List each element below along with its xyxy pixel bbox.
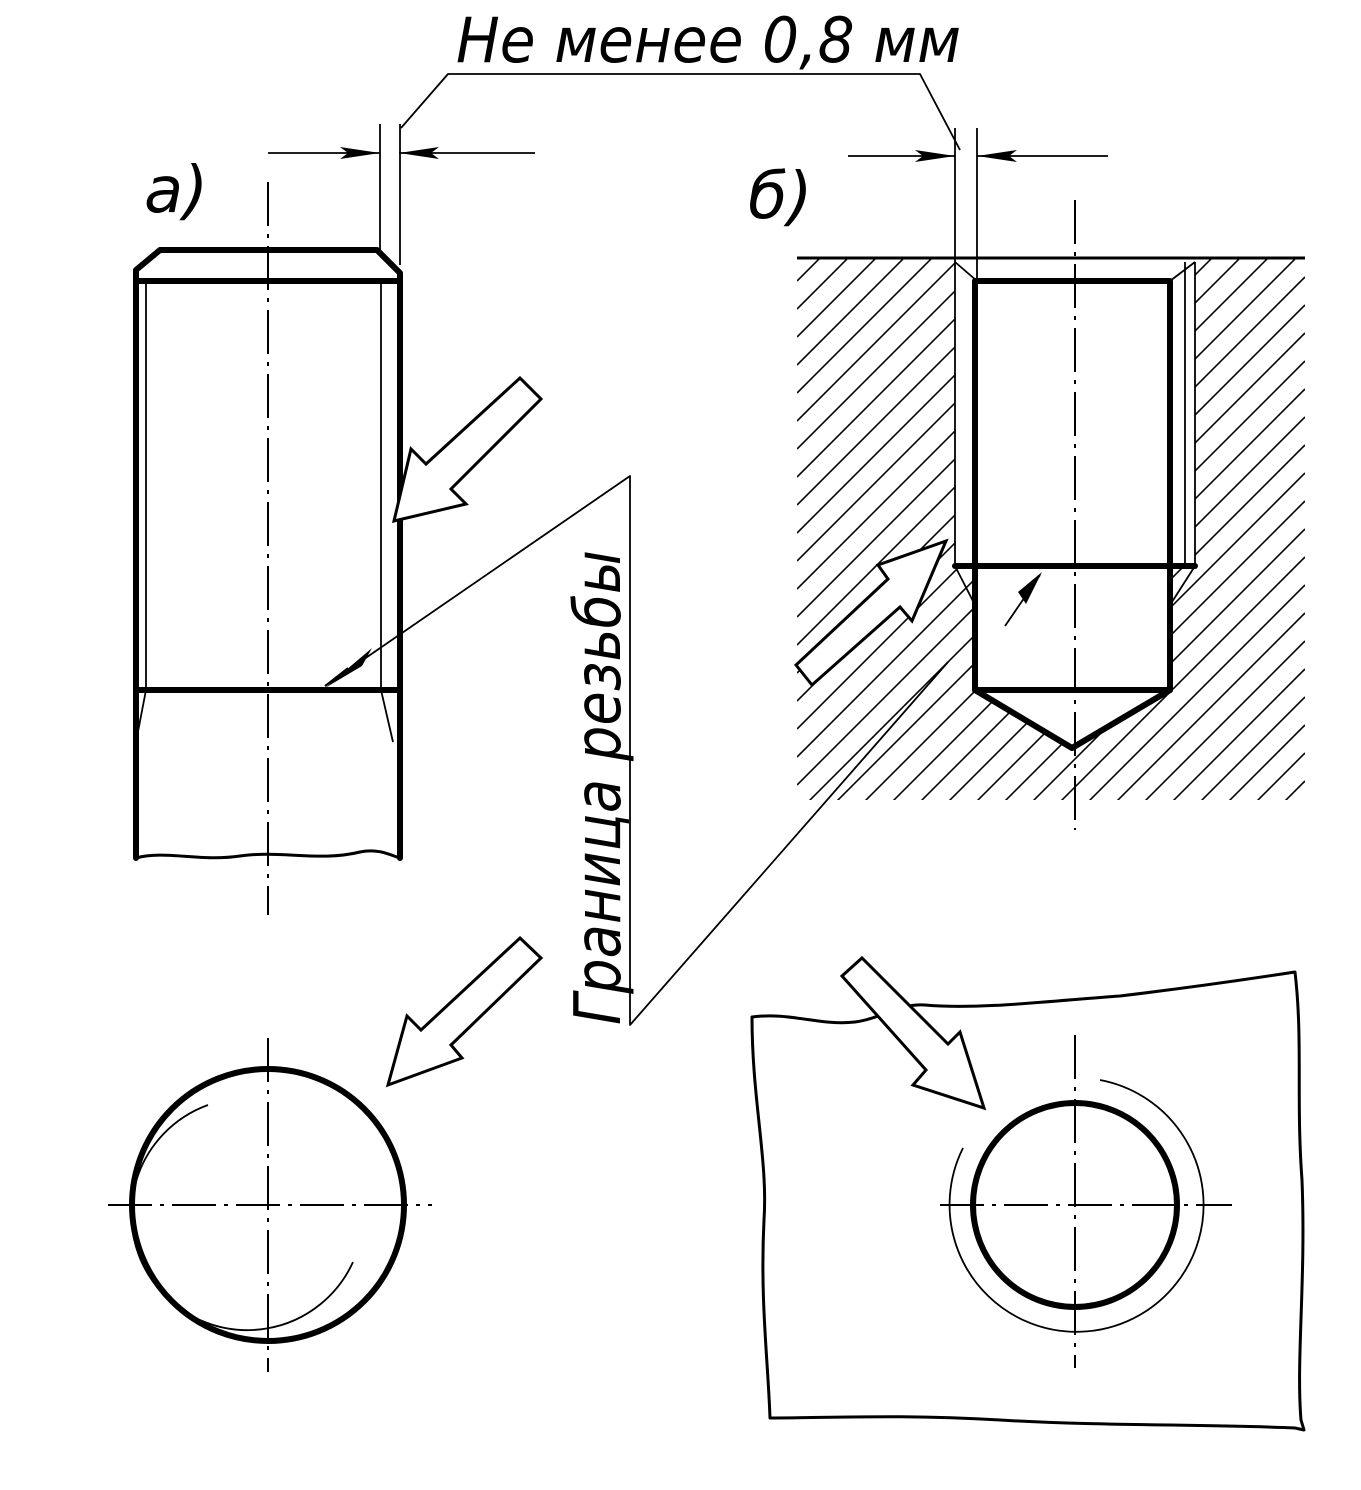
- view-b-thread-arc: [948, 1079, 1205, 1333]
- view-a-thread-line-arrow: [391, 375, 544, 524]
- thread-boundary-label: Граница резьбы: [562, 550, 636, 1025]
- view-b-threaded-hole: б): [748, 128, 1305, 830]
- view-b-label: б): [748, 160, 812, 234]
- view-a-end-view-arrow: [385, 935, 544, 1088]
- view-b-end-view: [750, 955, 1306, 1432]
- view-b-end-view-arrow: [839, 955, 987, 1111]
- view-b-inner-circle: [970, 1100, 1180, 1310]
- view-a-label: а): [144, 154, 208, 228]
- view-a-end-view: [108, 935, 544, 1372]
- view-a-bolt-outline: [133, 247, 403, 861]
- view-b-hatching: [797, 258, 1305, 800]
- view-b-drill-outline: [972, 278, 1173, 751]
- view-a-break-line: [135, 849, 401, 860]
- view-b-thread-line-arrow: [793, 538, 949, 688]
- view-a-gap-dimension: [268, 124, 535, 265]
- view-b-gap-dimension: [848, 128, 1108, 280]
- thread-boundary-callout: Граница резьбы: [324, 475, 949, 1026]
- view-a-bolt: а): [133, 124, 544, 915]
- view-a-thread-arc: [130, 1104, 354, 1332]
- view-b-part-outline: [750, 970, 1306, 1432]
- min-gap-leader: [400, 73, 961, 151]
- min-gap-label: Не менее 0,8 мм: [456, 4, 961, 77]
